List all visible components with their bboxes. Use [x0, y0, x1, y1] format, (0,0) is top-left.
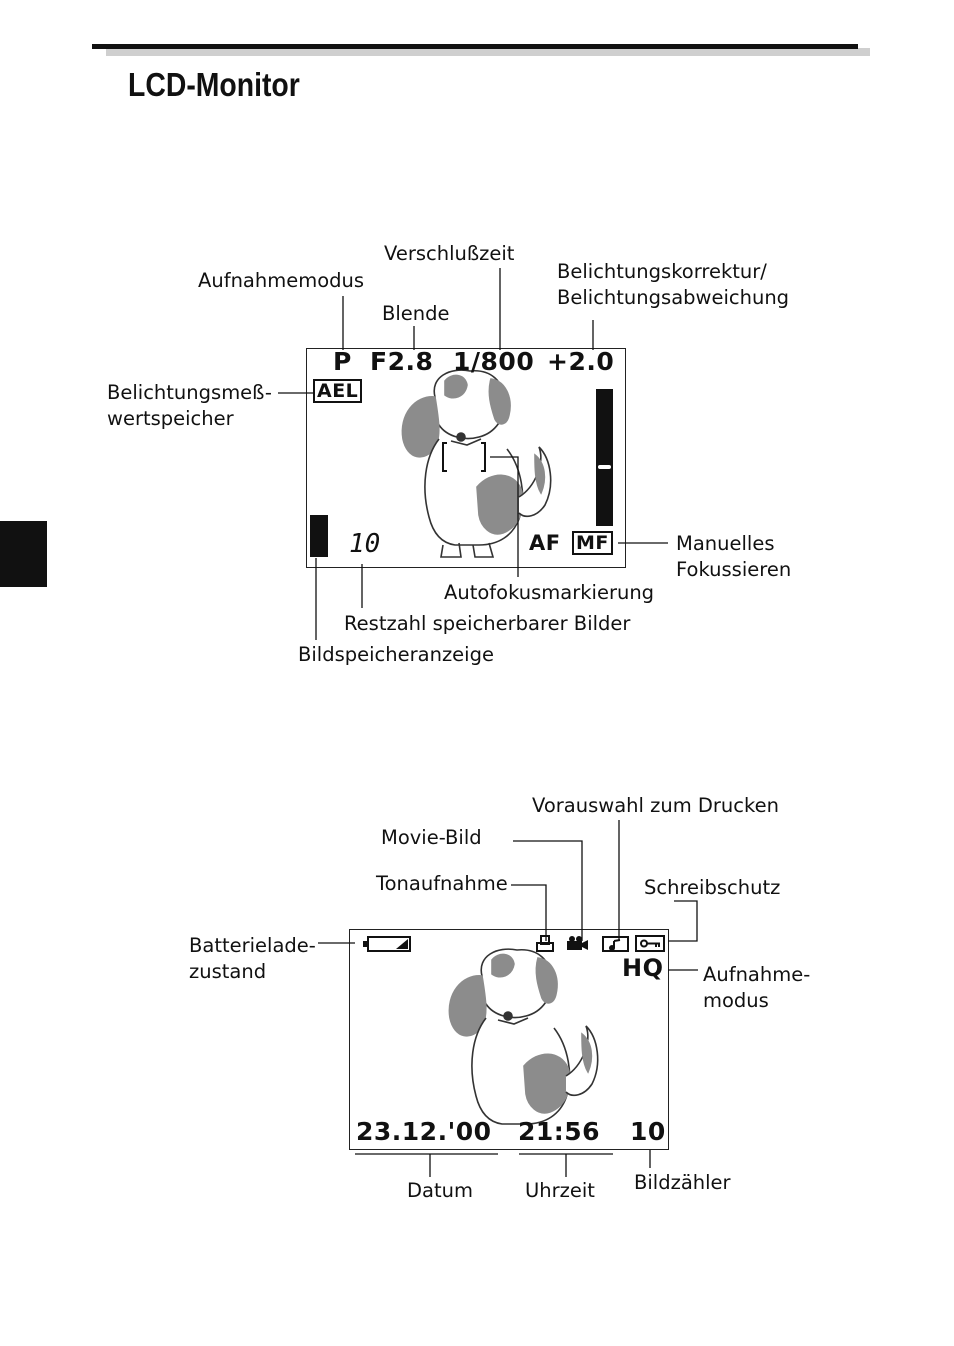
exposure-value: +2.0	[547, 347, 615, 376]
time-value: 21:56	[518, 1117, 601, 1146]
header-rule-shadow	[106, 48, 870, 56]
playback-screen: HQ 23.12.'00 21:56 10	[349, 929, 669, 1150]
label-bildspeicheranzeige: Bildspeicheranzeige	[298, 643, 494, 666]
label-schreibschutz: Schreibschutz	[644, 876, 781, 899]
frame-counter-value: 10	[630, 1117, 666, 1146]
label-batterie-2: zustand	[189, 960, 267, 983]
label-belichtungsabweichung: Belichtungsabweichung	[557, 286, 790, 309]
label-autofokusmarkierung: Autofokusmarkierung	[444, 581, 655, 604]
remaining-count: 10	[349, 529, 381, 559]
shutter-value: 1/800	[453, 347, 535, 376]
label-datum: Datum	[407, 1179, 473, 1202]
dog-illustration	[310, 369, 613, 558]
label-manuell-2: Fokussieren	[676, 558, 792, 581]
page-title: LCD-Monitor	[128, 66, 300, 103]
shooting-mode-value: P	[333, 347, 352, 376]
label-bildzaehler: Bildzähler	[634, 1171, 731, 1194]
battery-icon	[363, 936, 411, 952]
label-vorauswahl: Vorauswahl zum Drucken	[532, 794, 779, 817]
dog-illustration-playback	[363, 935, 665, 1125]
label-aufnahmemodus: Aufnahmemodus	[198, 269, 365, 292]
date-value: 23.12.'00	[356, 1117, 492, 1146]
mf-indicator: MF	[572, 531, 613, 555]
ael-indicator: AEL	[313, 379, 363, 403]
af-indicator: AF	[529, 531, 561, 555]
label-verschlusszeit: Verschlußzeit	[384, 242, 515, 265]
chapter-tab	[0, 521, 47, 587]
label-messwert-2: wertspeicher	[107, 407, 234, 430]
label-movie-bild: Movie-Bild	[381, 826, 482, 849]
label-blende: Blende	[382, 302, 450, 325]
movie-camera-icon	[567, 936, 588, 950]
label-aufnahme-1: Aufnahme-	[703, 963, 811, 986]
label-restzahl: Restzahl speicherbarer Bilder	[344, 612, 631, 635]
shooting-screen: P F2.8 1/800 +2.0 AEL AF MF 10	[306, 347, 626, 568]
quality-indicator: HQ	[622, 954, 664, 982]
label-aufnahme-2: modus	[703, 989, 769, 1012]
label-belichtungskorrektur: Belichtungskorrektur/	[557, 260, 767, 283]
key-protect-icon	[635, 935, 665, 952]
label-uhrzeit: Uhrzeit	[525, 1179, 595, 1202]
label-tonaufnahme: Tonaufnahme	[376, 872, 508, 895]
aperture-value: F2.8	[370, 347, 434, 376]
label-messwert-1: Belichtungsmeß-	[107, 381, 272, 404]
label-manuell-1: Manuelles	[676, 532, 775, 555]
label-batterie-1: Batterielade-	[189, 934, 316, 957]
sound-note-icon	[602, 936, 629, 952]
header-rule	[92, 44, 858, 49]
print-icon	[536, 935, 554, 952]
